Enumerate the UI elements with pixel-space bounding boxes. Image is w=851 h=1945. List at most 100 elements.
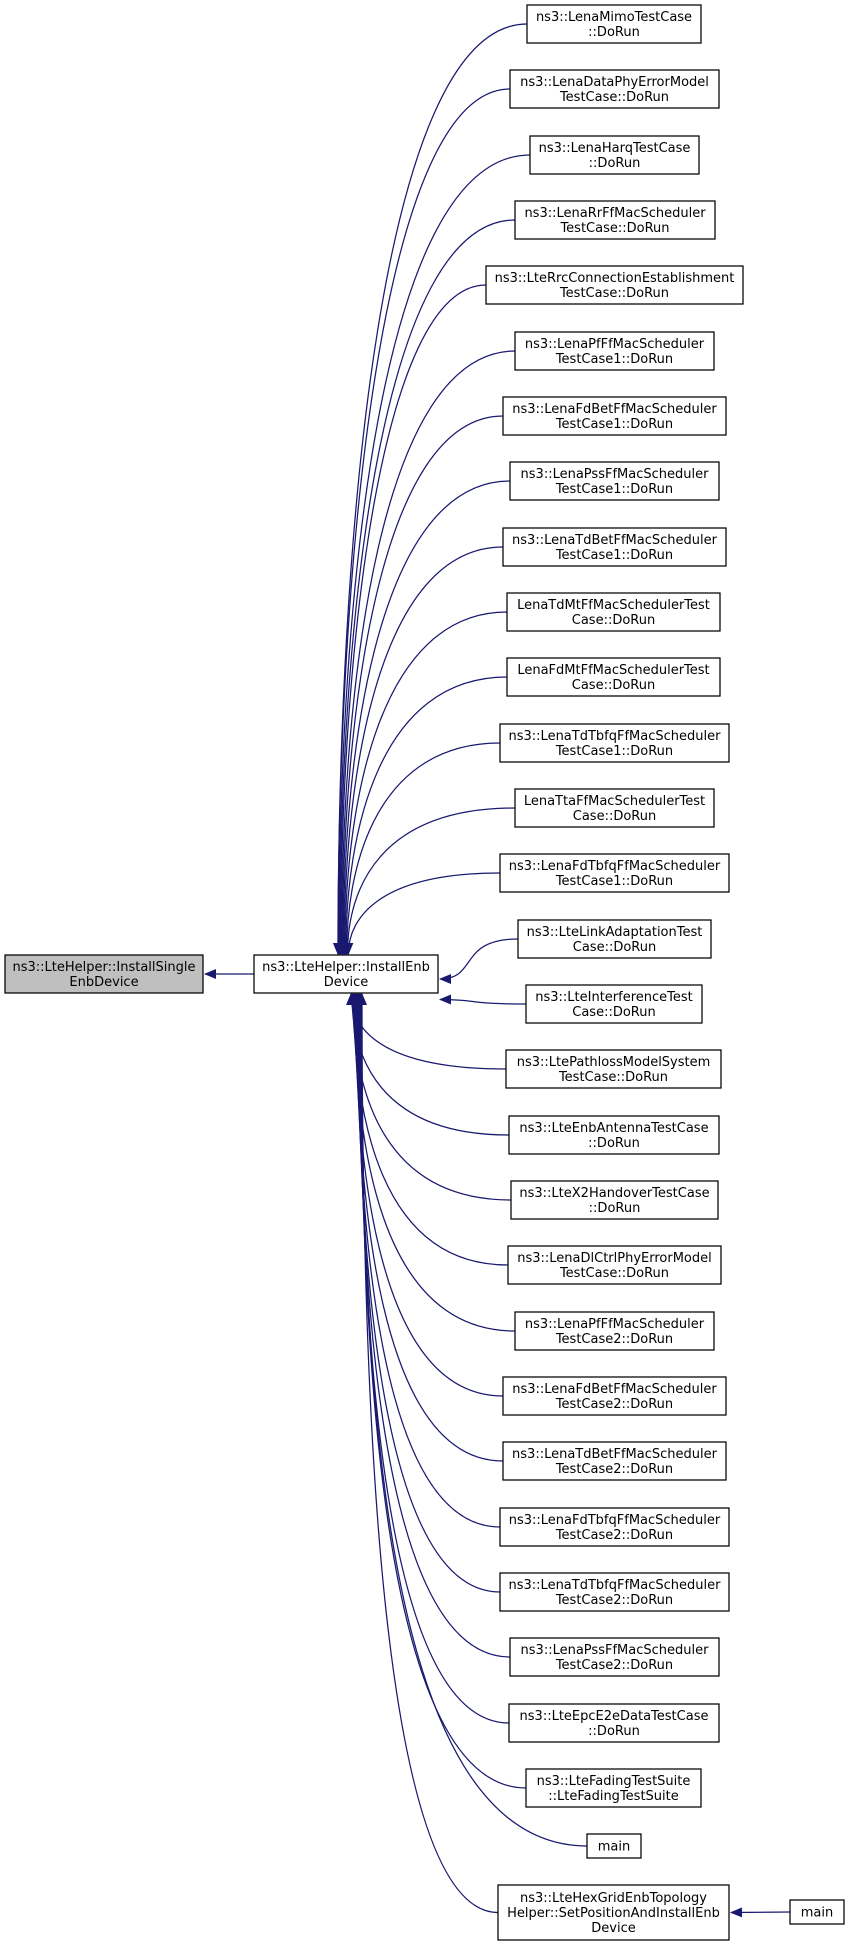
edge-c2-to-hub — [333, 154, 531, 955]
node-label-line: EnbDevice — [69, 975, 138, 990]
caller-node[interactable]: main — [789, 1899, 845, 1925]
caller-node[interactable]: ns3::LtePathlossModelSystemTestCase::DoR… — [505, 1049, 722, 1089]
edge-c30-to-c29 — [730, 1907, 791, 1918]
caller-node[interactable]: ns3::LenaDlCtrlPhyErrorModelTestCase::Do… — [507, 1245, 722, 1285]
caller-node[interactable]: ns3::LteEpcE2eDataTestCase::DoRun — [508, 1703, 720, 1743]
edge-c4-to-hub — [335, 284, 487, 955]
edge-c21-to-hub — [350, 993, 504, 1397]
edge-c17-to-hub — [346, 993, 510, 1136]
node-label-line: TestCase1::DoRun — [555, 352, 673, 367]
caller-node[interactable]: main — [586, 1833, 642, 1859]
node-box — [502, 1376, 727, 1416]
caller-node[interactable]: ns3::LteFadingTestSuite::LteFadingTestSu… — [525, 1768, 702, 1808]
node-label-line: TestCase2::DoRun — [555, 1658, 673, 1673]
nodes-layer: ns3::LteHelper::InstallSingleEnbDevicens… — [4, 4, 845, 1941]
edge-c8-to-hub — [339, 546, 504, 955]
node-label-line: Device — [324, 975, 368, 990]
node-label-line: ::DoRun — [589, 156, 641, 171]
node-box — [789, 1899, 845, 1925]
edge-c1-to-hub — [333, 88, 511, 955]
node-label-line: ns3::LenaPfFfMacScheduler — [525, 337, 705, 352]
caller-node[interactable]: ns3::LenaTdBetFfMacSchedulerTestCase2::D… — [502, 1441, 727, 1481]
node-box — [502, 527, 727, 567]
caller-node[interactable]: ns3::LenaHarqTestCase::DoRun — [529, 135, 700, 175]
edge-c16-to-hub — [345, 993, 507, 1070]
caller-node[interactable]: ns3::LenaPfFfMacSchedulerTestCase1::DoRu… — [514, 331, 715, 371]
edge-c13-to-hub — [343, 872, 501, 955]
node-box — [4, 954, 204, 994]
node-label-line: Case::DoRun — [572, 678, 655, 693]
caller-node[interactable]: ns3::LenaFdBetFfMacSchedulerTestCase2::D… — [502, 1376, 727, 1416]
node-box — [514, 331, 715, 371]
caller-node[interactable]: ns3::LteHexGridEnbTopologyHelper::SetPos… — [497, 1884, 730, 1941]
node-box — [586, 1833, 642, 1859]
node-box — [529, 135, 700, 175]
node-label-line: ns3::LenaFdBetFfMacScheduler — [512, 1382, 717, 1397]
edge-c11-to-hub — [341, 742, 501, 955]
node-box — [499, 853, 730, 893]
caller-node[interactable]: ns3::LteRrcConnectionEstablishmentTestCa… — [485, 265, 744, 305]
caller-node[interactable]: ns3::LenaPfFfMacSchedulerTestCase2::DoRu… — [514, 1311, 715, 1351]
node-label-line: ::DoRun — [588, 25, 640, 40]
caller-node[interactable]: ns3::LenaMimoTestCase::DoRun — [526, 4, 702, 44]
node-box — [508, 1703, 720, 1743]
caller-node[interactable]: ns3::LenaTdTbfqFfMacSchedulerTestCase1::… — [499, 723, 730, 763]
node-box — [502, 396, 727, 436]
node-label-line: TestCase1::DoRun — [555, 482, 673, 497]
node-label-line: ns3::LenaDataPhyErrorModel — [520, 75, 709, 90]
edge-c9-to-hub — [339, 611, 508, 955]
node-box — [509, 1637, 720, 1677]
node-label-line: ns3::LteHelper::InstallSingle — [13, 960, 196, 975]
node-label-line: ns3::LenaTdTbfqFfMacScheduler — [509, 1578, 722, 1593]
node-label-line: TestCase2::DoRun — [555, 1397, 673, 1412]
node-label-line: ns3::LteHexGridEnbTopology — [520, 1891, 707, 1906]
node-label-line: ns3::LteRrcConnectionEstablishment — [495, 271, 735, 286]
node-label-line: ns3::LteInterferenceTest — [535, 990, 693, 1005]
caller-node[interactable]: ns3::LenaPssFfMacSchedulerTestCase2::DoR… — [509, 1637, 720, 1677]
edge-c27-to-hub — [355, 993, 527, 1789]
caller-node[interactable]: ns3::LenaDataPhyErrorModelTestCase::DoRu… — [509, 69, 720, 109]
node-label-line: ns3::LenaFdTbfqFfMacScheduler — [509, 1513, 721, 1528]
node-box — [499, 723, 730, 763]
caller-node[interactable]: ns3::LenaTdTbfqFfMacSchedulerTestCase2::… — [499, 1572, 730, 1612]
edge-c7-to-hub — [338, 480, 511, 955]
node-label-line: ns3::LenaHarqTestCase — [539, 141, 691, 156]
node-box — [507, 1245, 722, 1285]
node-label-line: ns3::LteEnbAntennaTestCase — [519, 1121, 708, 1136]
node-label-line: TestCase::DoRun — [559, 286, 669, 301]
node-label-line: TestCase1::DoRun — [555, 548, 673, 563]
node-label-line: ns3::LteHelper::InstallEnb — [262, 960, 430, 975]
edge-c18-to-hub — [347, 993, 512, 1201]
node-label-line: main — [801, 1906, 833, 1921]
node-label-line: TestCase1::DoRun — [555, 874, 673, 889]
edge-c14-to-hub — [439, 938, 519, 984]
caller-node[interactable]: ns3::LenaFdTbfqFfMacSchedulerTestCase1::… — [499, 853, 730, 893]
node-label-line: LenaTtaFfMacSchedulerTest — [524, 794, 705, 809]
node-label-line: LenaFdMtFfMacSchedulerTest — [517, 663, 709, 678]
node-label-line: ns3::LenaPssFfMacScheduler — [521, 1643, 710, 1658]
edge-c25-to-hub — [353, 993, 511, 1658]
edge-c29-to-hub — [357, 993, 499, 1914]
caller-node[interactable]: ns3::LenaFdTbfqFfMacSchedulerTestCase2::… — [499, 1507, 730, 1547]
node-label-line: TestCase2::DoRun — [555, 1462, 673, 1477]
caller-node[interactable]: ns3::LenaTdBetFfMacSchedulerTestCase1::D… — [502, 527, 727, 567]
node-label-line: Case::DoRun — [573, 940, 656, 955]
node-label-line: TestCase2::DoRun — [555, 1332, 673, 1347]
edge-c24-to-hub — [352, 993, 501, 1593]
caller-node[interactable]: ns3::LenaFdBetFfMacSchedulerTestCase1::D… — [502, 396, 727, 436]
caller-node[interactable]: ns3::LenaPssFfMacSchedulerTestCase1::DoR… — [509, 461, 720, 501]
node-label-line: ns3::LenaFdBetFfMacScheduler — [512, 402, 717, 417]
edge-c26-to-hub — [354, 993, 510, 1724]
caller-node[interactable]: ns3::LteEnbAntennaTestCase::DoRun — [508, 1115, 720, 1155]
node-box — [506, 657, 721, 697]
caller-node[interactable]: ns3::LteX2HandoverTestCase::DoRun — [510, 1180, 719, 1220]
